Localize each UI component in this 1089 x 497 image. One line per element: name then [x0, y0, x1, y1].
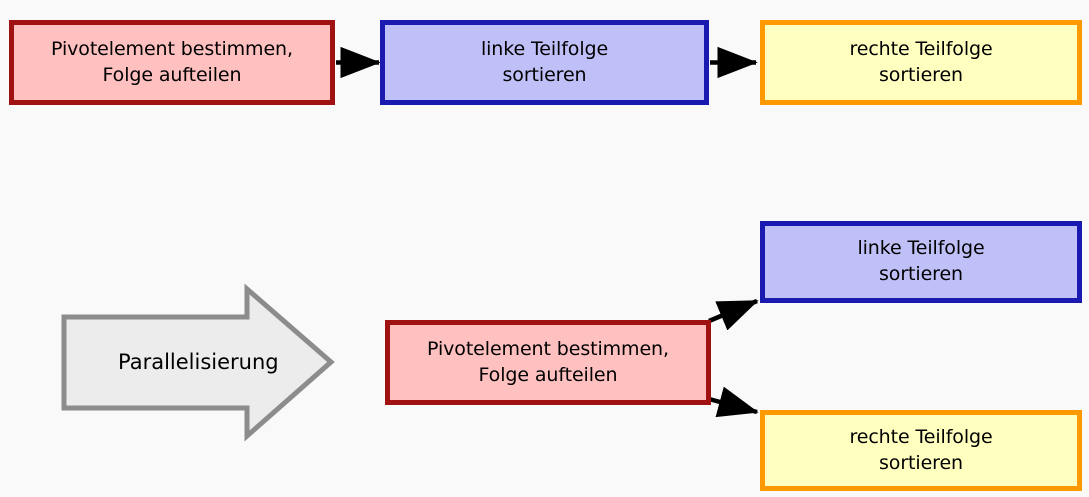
block-arrow-label: Parallelisierung — [118, 350, 279, 374]
arrow-par-pivot-to-left — [708, 298, 759, 331]
arrow-par-pivot-to-right — [708, 386, 759, 418]
node-seq-right[interactable]: rechte Teilfolge sortieren — [760, 20, 1082, 105]
node-seq-pivot[interactable]: Pivotelement bestimmen, Folge aufteilen — [9, 20, 335, 105]
node-par-right-label: rechte Teilfolge sortieren — [849, 425, 993, 474]
node-seq-left[interactable]: linke Teilfolge sortieren — [380, 20, 709, 105]
node-par-pivot[interactable]: Pivotelement bestimmen, Folge aufteilen — [385, 320, 711, 405]
node-par-left[interactable]: linke Teilfolge sortieren — [760, 221, 1082, 303]
node-par-left-label: linke Teilfolge sortieren — [857, 237, 985, 285]
node-par-pivot-label: Pivotelement bestimmen, Folge aufteilen — [427, 337, 669, 386]
node-seq-left-label: linke Teilfolge sortieren — [480, 37, 609, 86]
node-seq-right-label: rechte Teilfolge sortieren — [849, 37, 993, 86]
node-seq-pivot-label: Pivotelement bestimmen, Folge aufteilen — [51, 37, 293, 86]
node-par-right[interactable]: rechte Teilfolge sortieren — [760, 410, 1082, 491]
